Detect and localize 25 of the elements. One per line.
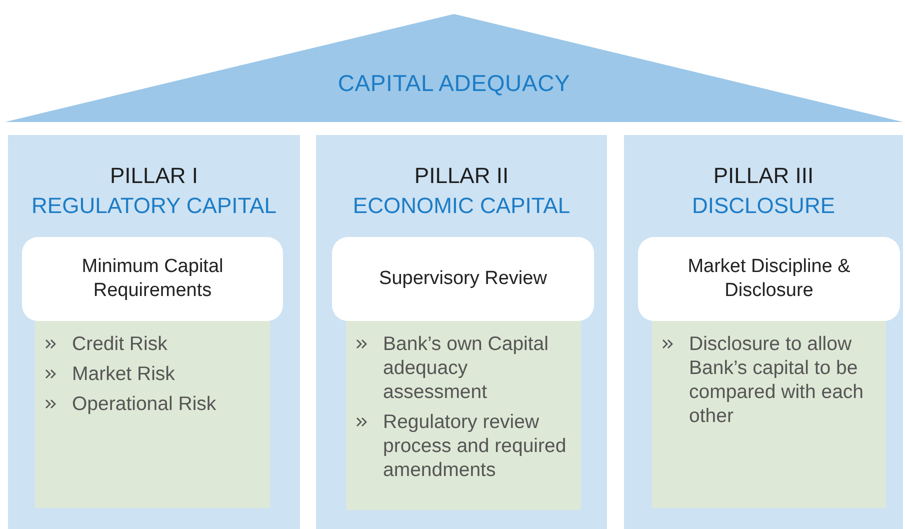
bullet-item: Market Risk <box>72 362 175 386</box>
bullet-item: Operational Risk <box>72 392 216 416</box>
list-panel <box>652 320 886 508</box>
bullet-item: Credit Risk <box>72 332 168 356</box>
title-card <box>638 237 900 321</box>
title-card <box>332 237 594 321</box>
card-title: Market Discipline & Disclosure <box>686 255 852 303</box>
pillar-heading: PILLAR I <box>110 162 198 190</box>
pillar-panel <box>8 135 300 529</box>
pillar-panel <box>316 135 607 529</box>
bullet-item: Disclosure to allow Bank’s capital to be compared with each other <box>689 332 865 428</box>
pillar-panel <box>624 135 903 529</box>
pillar-subtitle: DISCLOSURE <box>692 192 836 220</box>
card-title: Minimum Capital Requirements <box>80 255 224 303</box>
bullet-item: Regulatory review process and required amendments <box>383 410 568 482</box>
pillar-subtitle: REGULATORY CAPITAL <box>32 192 276 220</box>
title-card <box>22 237 283 321</box>
pillar-heading: PILLAR II <box>414 162 509 190</box>
pillar-heading: PILLAR III <box>713 162 814 190</box>
card-title: Supervisory Review <box>379 267 547 291</box>
pillar-subtitle: ECONOMIC CAPITAL <box>352 192 570 220</box>
bullet-item: Bank’s own Capital adequacy assessment <box>383 332 550 404</box>
list-panel <box>35 320 270 508</box>
list-panel <box>346 320 581 510</box>
roof-title: CAPITAL ADEQUACY <box>338 70 570 97</box>
